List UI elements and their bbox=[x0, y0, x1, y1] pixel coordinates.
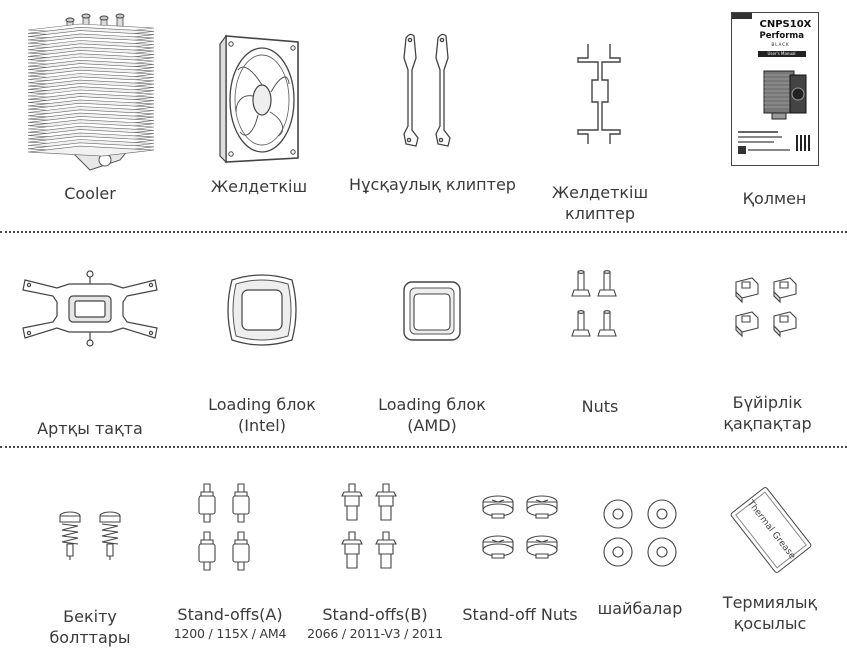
nuts-icon bbox=[571, 270, 629, 346]
item-thermal-grease-label-2: қосылыс bbox=[733, 614, 807, 633]
side-caps-icon bbox=[732, 272, 804, 342]
manual-icon: CNPS10X Performa BLACK User's Manual bbox=[730, 12, 819, 166]
divider-1 bbox=[0, 231, 847, 233]
item-manual-label: Қолмен bbox=[742, 189, 807, 208]
item-nuts-label: Nuts bbox=[581, 397, 619, 416]
item-washers: шайбалар bbox=[590, 498, 690, 619]
item-loading-amd-label-2: (AMD) bbox=[407, 416, 457, 435]
item-loading-intel-label-2: (Intel) bbox=[238, 416, 286, 435]
standoff-nuts-icon bbox=[480, 492, 560, 568]
item-cooler-label: Cooler bbox=[64, 184, 116, 203]
item-standoffs-b-label: Stand-offs(B) bbox=[322, 605, 428, 624]
item-thermal-grease: Thermal Grease Термиялық қосылыс bbox=[710, 485, 830, 634]
row-3: Бекіту болттары Stand-offs(A) 1200 / 115… bbox=[0, 452, 847, 659]
cooler-icon bbox=[20, 10, 160, 175]
loading-block-intel-icon bbox=[222, 272, 302, 348]
item-loading-amd-label: Loading блок bbox=[378, 395, 486, 414]
item-fan-label: Желдеткіш bbox=[210, 177, 308, 196]
manual-title-4: User's Manual bbox=[757, 51, 806, 57]
fan-clip-icon bbox=[570, 40, 630, 148]
item-standoffs-a: Stand-offs(A) 1200 / 115X / AM4 bbox=[168, 482, 292, 642]
item-nuts: Nuts bbox=[550, 270, 650, 417]
item-washers-label: шайбалар bbox=[597, 599, 683, 618]
item-backplate: Артқы тақта bbox=[15, 266, 165, 439]
item-side-caps-label-2: қақпақтар bbox=[723, 414, 812, 433]
bolts-icon bbox=[50, 508, 130, 562]
row-1: Cooler Желдеткіш bbox=[0, 0, 847, 228]
item-standoffs-a-sub: 1200 / 115X / AM4 bbox=[173, 626, 287, 641]
item-manual: CNPS10X Performa BLACK User's Manual bbox=[712, 12, 837, 209]
item-bolts-label: Бекіту bbox=[63, 607, 117, 626]
fan-icon bbox=[214, 32, 304, 164]
item-side-caps-label: Бүйірлік bbox=[732, 393, 803, 412]
loading-block-amd-icon bbox=[400, 276, 464, 346]
manual-title-1: CNPS10X bbox=[759, 19, 812, 30]
item-loading-amd: Loading блок (AMD) bbox=[362, 276, 502, 436]
item-bolts-label-2: болттары bbox=[49, 628, 131, 647]
item-thermal-grease-label: Термиялық bbox=[722, 593, 818, 612]
item-standoffs-b-sub: 2066 / 2011-V3 / 2011 bbox=[307, 626, 443, 641]
standoffs-b-icon bbox=[339, 482, 411, 578]
item-loading-intel: Loading блок (Intel) bbox=[192, 272, 332, 436]
item-backplate-label: Артқы тақта bbox=[37, 419, 143, 438]
item-manual-clips: Нұсқаулық клиптер bbox=[345, 30, 520, 195]
manual-cooler-illustration bbox=[750, 65, 810, 125]
manual-clip-icon bbox=[398, 30, 468, 150]
item-manual-clips-label: Нұсқаулық клиптер bbox=[349, 175, 516, 194]
item-standoffs-b: Stand-offs(B) 2066 / 2011-V3 / 2011 bbox=[300, 482, 450, 642]
row-2: Артқы тақта Loading блок (Intel) Loading… bbox=[0, 236, 847, 444]
manual-title-2: Performa bbox=[759, 31, 805, 41]
item-standoffs-a-label: Stand-offs(A) bbox=[177, 605, 283, 624]
item-standoff-nuts: Stand-off Nuts bbox=[455, 492, 585, 625]
item-loading-intel-label: Loading блок bbox=[208, 395, 316, 414]
item-fan-clips-label-2: клиптер bbox=[564, 204, 636, 223]
thermal-grease-icon: Thermal Grease bbox=[729, 485, 813, 575]
manual-title-3: BLACK bbox=[771, 42, 790, 47]
item-fan-clips: Желдеткіш клиптер bbox=[545, 40, 655, 224]
item-standoff-nuts-label: Stand-off Nuts bbox=[462, 605, 578, 624]
item-fan: Желдеткіш bbox=[200, 32, 318, 197]
washers-icon bbox=[600, 498, 680, 568]
standoffs-a-icon bbox=[194, 482, 266, 578]
divider-2 bbox=[0, 446, 847, 448]
backplate-icon bbox=[17, 266, 163, 348]
item-fan-clips-label: Желдеткіш bbox=[551, 183, 649, 202]
item-side-caps: Бүйірлік қақпақтар bbox=[705, 272, 830, 434]
item-bolts: Бекіту болттары bbox=[25, 508, 155, 648]
item-cooler: Cooler bbox=[15, 10, 165, 204]
